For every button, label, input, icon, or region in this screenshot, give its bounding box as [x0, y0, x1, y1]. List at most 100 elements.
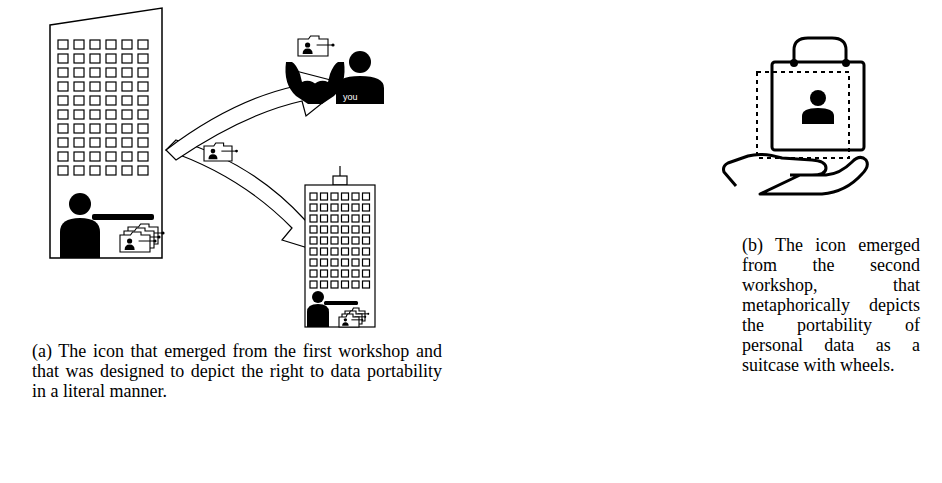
person-head	[69, 193, 91, 215]
window	[363, 248, 370, 255]
pointing-arm	[324, 301, 358, 305]
window-grid	[310, 193, 370, 288]
window	[310, 237, 317, 244]
pointer-line	[221, 151, 235, 152]
suitcase-body	[772, 62, 864, 150]
window	[342, 204, 349, 211]
window	[352, 281, 359, 288]
window	[90, 96, 100, 105]
subfigure-caption: (b) The icon emerged from the second wor…	[742, 235, 920, 375]
window	[310, 259, 317, 266]
window	[58, 152, 68, 161]
window	[90, 124, 100, 133]
window	[331, 259, 338, 266]
window	[310, 215, 317, 222]
window	[122, 124, 132, 133]
antenna	[339, 166, 340, 176]
window	[331, 215, 338, 222]
window	[90, 68, 100, 77]
window	[352, 193, 359, 200]
window	[58, 82, 68, 91]
window	[321, 204, 328, 211]
person-head	[211, 149, 216, 154]
window	[310, 193, 317, 200]
window	[321, 237, 328, 244]
window	[363, 281, 370, 288]
window	[310, 226, 317, 233]
suitcase-handle	[794, 38, 846, 62]
window	[310, 281, 317, 288]
window	[90, 54, 100, 63]
pointer-dot	[153, 239, 156, 242]
pointer-dot	[235, 150, 238, 153]
window	[352, 248, 359, 255]
window	[331, 193, 338, 200]
window	[58, 54, 68, 63]
window	[122, 40, 132, 49]
window	[106, 40, 116, 49]
office-building	[305, 185, 375, 327]
person-head	[305, 42, 310, 47]
window	[58, 138, 68, 147]
window	[342, 259, 349, 266]
window	[342, 248, 349, 255]
window	[74, 152, 84, 161]
window	[90, 138, 100, 147]
window	[352, 204, 359, 211]
window	[138, 124, 148, 133]
person-head	[810, 90, 826, 106]
window	[363, 193, 370, 200]
window	[74, 166, 84, 175]
window	[138, 110, 148, 119]
window	[342, 237, 349, 244]
window	[352, 259, 359, 266]
window	[331, 226, 338, 233]
window	[138, 82, 148, 91]
window	[106, 166, 116, 175]
window	[122, 166, 132, 175]
pointer-line	[139, 241, 154, 242]
window	[106, 110, 116, 119]
window	[321, 226, 328, 233]
window	[331, 204, 338, 211]
window	[342, 215, 349, 222]
window	[58, 110, 68, 119]
window	[58, 68, 68, 77]
handle-joint	[790, 59, 798, 67]
window	[331, 270, 338, 277]
window	[331, 281, 338, 288]
window	[331, 248, 338, 255]
window	[138, 40, 148, 49]
window	[74, 82, 84, 91]
window	[74, 54, 84, 63]
window	[321, 248, 328, 255]
pointing-arm	[92, 214, 154, 220]
office-building	[50, 8, 162, 258]
window	[363, 215, 370, 222]
roof-block	[333, 176, 347, 185]
pointer-line	[317, 45, 332, 46]
window	[321, 215, 328, 222]
window	[74, 40, 84, 49]
window	[342, 226, 349, 233]
window	[122, 54, 132, 63]
window	[321, 270, 328, 277]
window	[321, 281, 328, 288]
window	[106, 152, 116, 161]
window	[122, 68, 132, 77]
window	[363, 226, 370, 233]
person-body	[307, 304, 329, 327]
window	[106, 138, 116, 147]
pointer-dot	[157, 235, 160, 238]
window	[138, 138, 148, 147]
person-label: you	[343, 92, 358, 102]
window	[310, 204, 317, 211]
window	[331, 237, 338, 244]
window	[342, 193, 349, 200]
window	[138, 54, 148, 63]
window-grid	[58, 40, 148, 175]
window	[74, 96, 84, 105]
document-card	[204, 143, 232, 161]
window	[321, 259, 328, 266]
